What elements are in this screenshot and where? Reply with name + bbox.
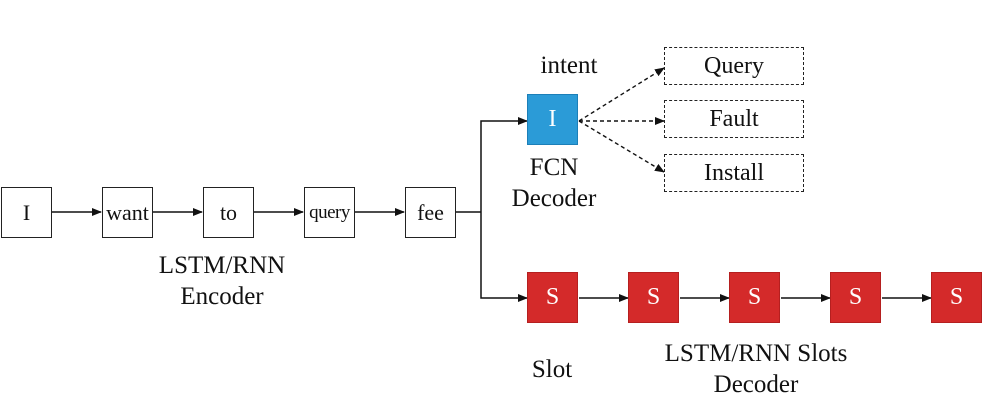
intent-output-query: Query — [664, 47, 804, 85]
slots-decoder-line1: LSTM/RNN Slots — [664, 340, 848, 367]
branch-to-intent — [480, 117, 528, 212]
encoder-token-want: want — [102, 187, 153, 238]
encoder-label-line1: LSTM/RNN — [158, 252, 286, 279]
encoder-token-to: to — [203, 187, 254, 238]
slot-box-2: S — [628, 272, 679, 323]
intent-output-install: Install — [664, 154, 804, 192]
encoder-token-i: I — [1, 187, 52, 238]
fcn-decoder-line2: Decoder — [511, 185, 597, 212]
intent-heading: intent — [540, 52, 598, 79]
slot-heading: Slot — [531, 356, 573, 383]
fcn-decoder-label: FCN Decoder — [484, 152, 624, 214]
slots-decoder-line2: Decoder — [713, 371, 799, 398]
slot-box-3: S — [729, 272, 780, 323]
fcn-decoder-line1: FCN — [529, 154, 579, 181]
intent-output-fault: Fault — [664, 100, 804, 138]
intent-box: I — [527, 94, 578, 145]
slots-decoder-label: LSTM/RNN Slots Decoder — [636, 338, 876, 400]
intent-arrow-install — [578, 120, 665, 173]
encoder-label-line2: Encoder — [180, 283, 264, 310]
encoder-label: LSTM/RNN Encoder — [122, 250, 322, 312]
slot-box-4: S — [830, 272, 881, 323]
intent-arrow-query — [578, 67, 665, 122]
slot-box-5: S — [931, 272, 982, 323]
encoder-token-fee: fee — [405, 187, 456, 238]
encoder-token-query: query — [304, 187, 355, 238]
branch-to-slot — [480, 212, 528, 302]
slot-box-1: S — [527, 272, 578, 323]
